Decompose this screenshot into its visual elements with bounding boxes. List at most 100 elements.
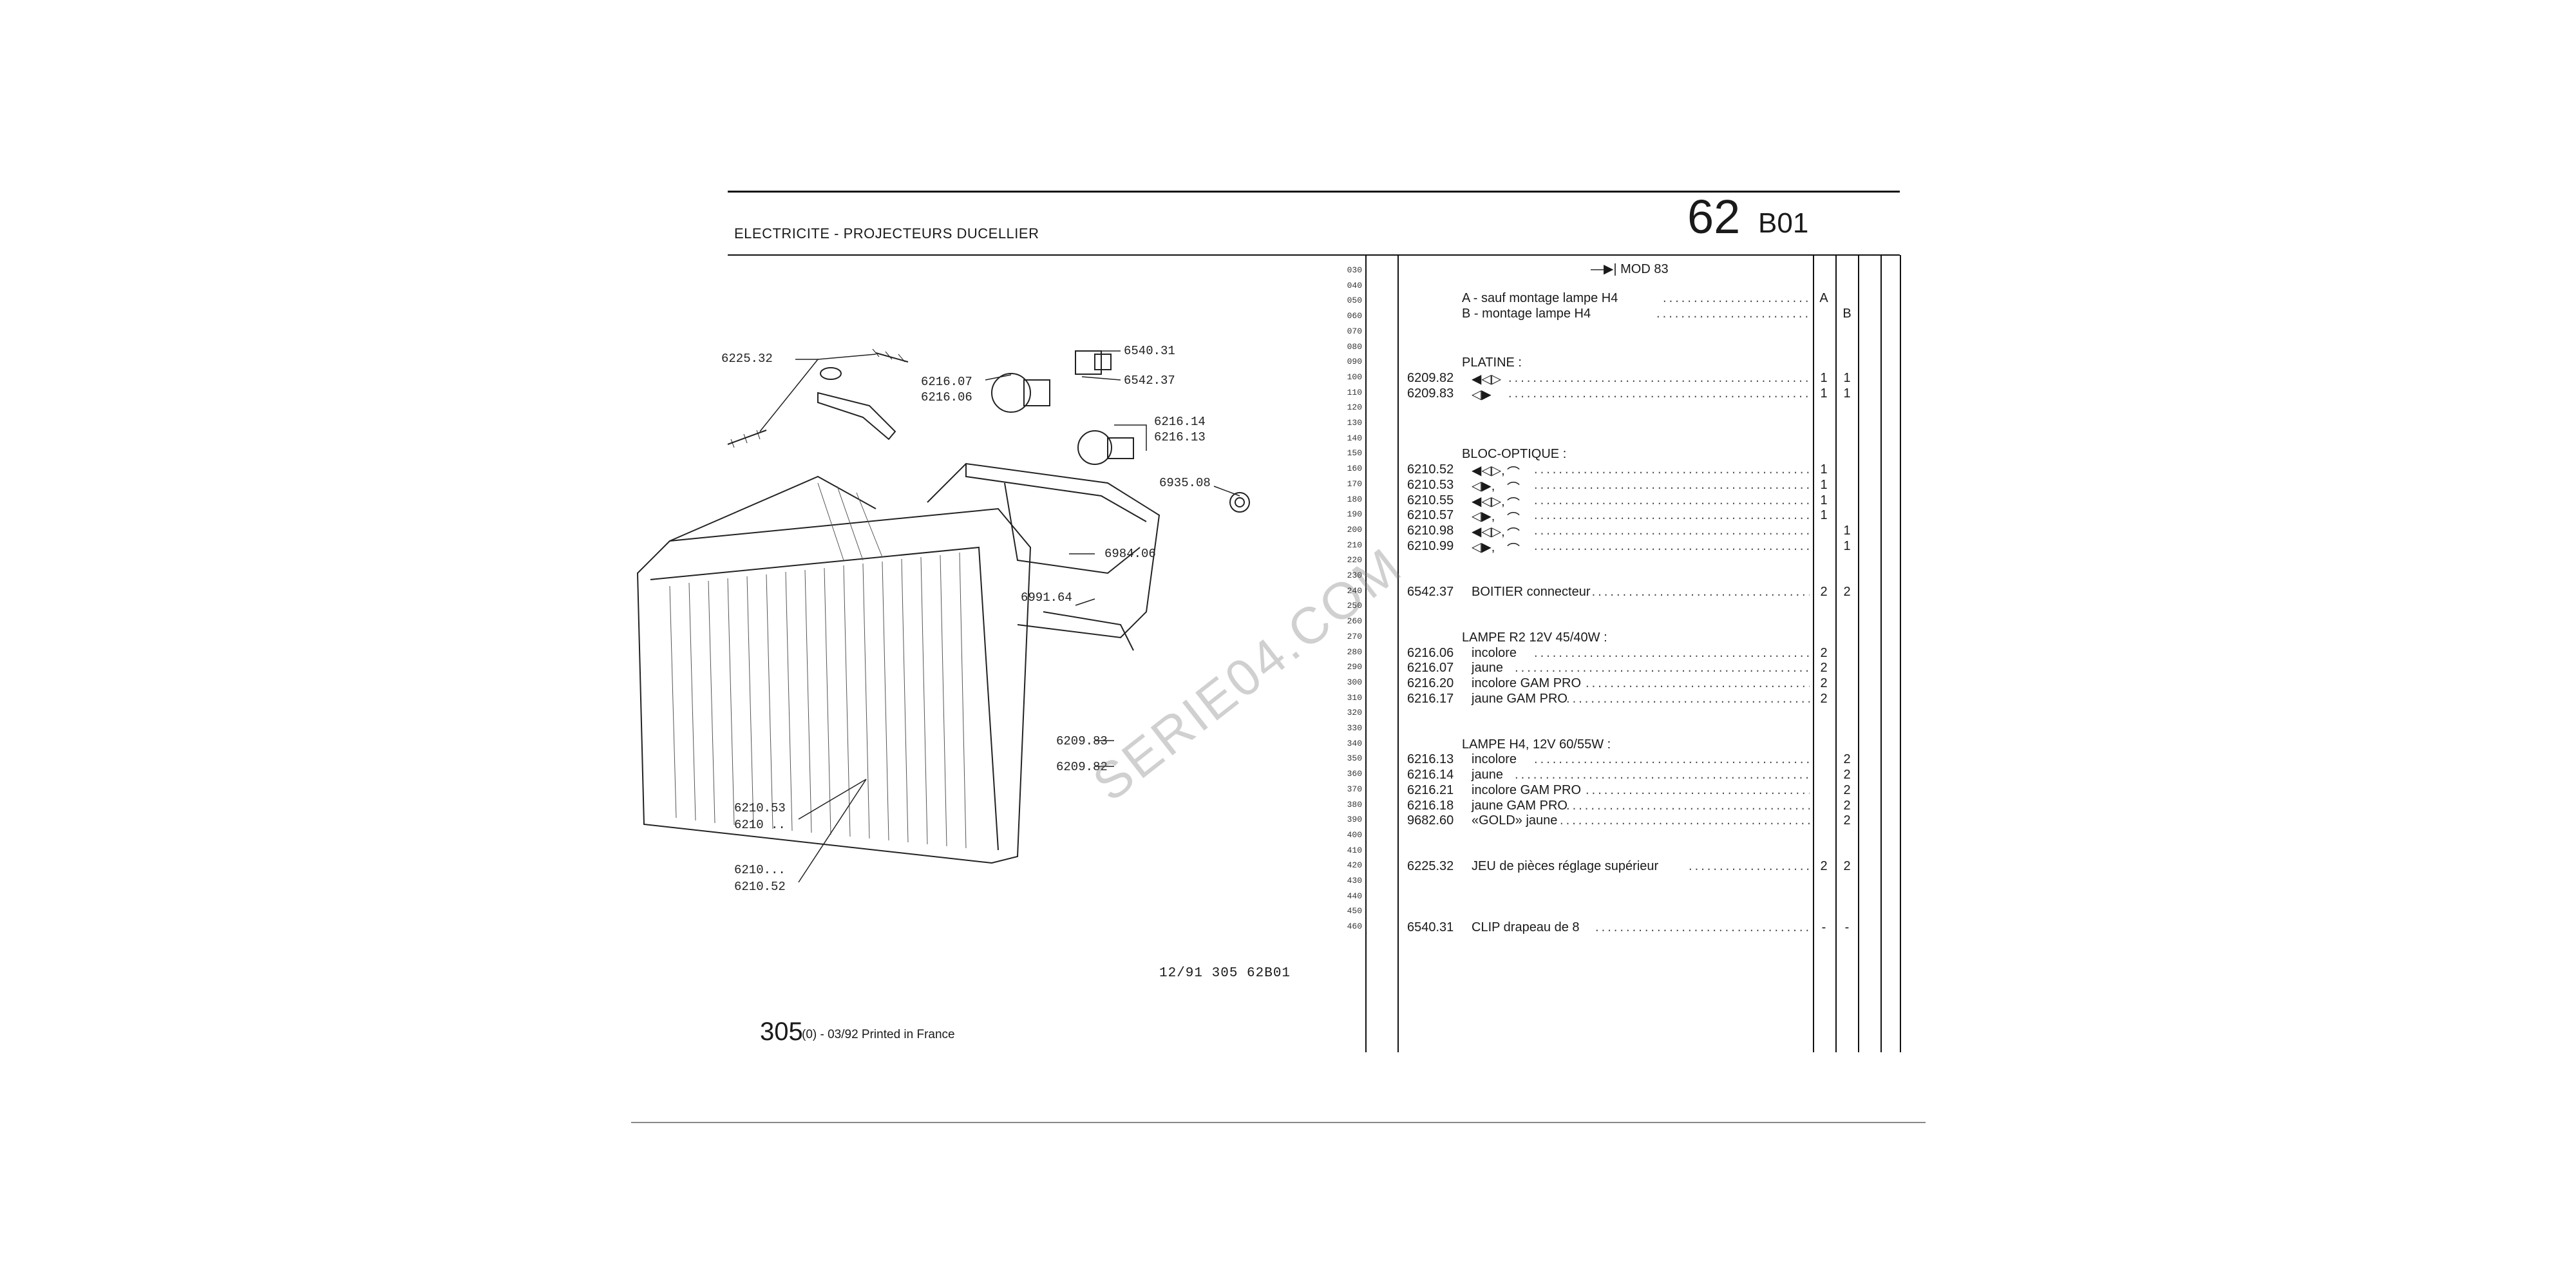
lens-shape-icon: ⌒ bbox=[1507, 466, 1520, 481]
callout-6216-13: 6216.13 bbox=[1154, 430, 1206, 444]
row-number: 390 bbox=[1347, 815, 1362, 825]
section-code: B01 bbox=[1758, 207, 1809, 239]
row-number: 120 bbox=[1347, 402, 1362, 413]
part-desc: incolore bbox=[1472, 752, 1517, 767]
callout-6209-83: 6209.83 bbox=[1056, 734, 1108, 748]
adjuster-bracket bbox=[817, 392, 896, 440]
row-number: 240 bbox=[1347, 585, 1362, 596]
row-number: 190 bbox=[1347, 509, 1362, 520]
part-ref: 6216.13 bbox=[1407, 752, 1454, 767]
dot-leader: ........................................ bbox=[1662, 294, 1810, 305]
part-ref: 6216.07 bbox=[1407, 661, 1454, 676]
dot-leader: ........................................… bbox=[1584, 678, 1810, 690]
dot-leader: ........................................… bbox=[1565, 694, 1810, 706]
qty-col-a-divider bbox=[1813, 255, 1814, 1052]
callout-6935-08: 6935.08 bbox=[1159, 476, 1211, 490]
dot-leader: ........................................… bbox=[1594, 923, 1810, 935]
row-number: 290 bbox=[1347, 662, 1362, 672]
qty-b: - bbox=[1844, 920, 1850, 935]
callout-6216-07: 6216.07 bbox=[921, 375, 972, 389]
bulb-h4 bbox=[1077, 430, 1112, 465]
row-number: 400 bbox=[1347, 829, 1362, 840]
dot-leader: ........................................… bbox=[1533, 511, 1810, 523]
part-ref: 6216.06 bbox=[1407, 645, 1454, 660]
part-ref: 9682.60 bbox=[1407, 813, 1454, 828]
variant-a: A - sauf montage lampe H4 bbox=[1462, 291, 1618, 305]
row-number: 170 bbox=[1347, 478, 1362, 489]
row-number: 230 bbox=[1347, 571, 1362, 580]
qty-a: 2 bbox=[1820, 859, 1828, 874]
dot-leader: ........................................… bbox=[1513, 770, 1810, 782]
qty-b: 2 bbox=[1843, 813, 1851, 828]
dot-leader: ........................................… bbox=[1533, 526, 1810, 538]
row-number: 260 bbox=[1347, 616, 1362, 627]
qty-a: 1 bbox=[1820, 370, 1828, 385]
dot-leader: ........................................… bbox=[1558, 816, 1810, 828]
row-number: 360 bbox=[1347, 769, 1362, 779]
part-ref: 6210.98 bbox=[1407, 523, 1454, 538]
row-number: 410 bbox=[1347, 845, 1362, 855]
row-number: 380 bbox=[1347, 799, 1362, 810]
qty-b: 2 bbox=[1843, 859, 1851, 874]
row-number: 060 bbox=[1347, 311, 1362, 321]
part-desc: jaune bbox=[1472, 661, 1503, 676]
part-ref: 6210.57 bbox=[1407, 508, 1454, 523]
row-number: 370 bbox=[1347, 784, 1362, 794]
dot-leader: ........................................… bbox=[1507, 388, 1810, 401]
dot-leader: ........................................… bbox=[1533, 755, 1810, 767]
qty-b: 1 bbox=[1843, 386, 1851, 401]
part-desc: jaune GAM PRO bbox=[1472, 691, 1567, 706]
qty-b: 2 bbox=[1843, 782, 1851, 797]
lamp-side-icon: ◀◁▷ bbox=[1472, 372, 1502, 386]
part-ref: 6216.14 bbox=[1407, 768, 1454, 782]
lamp-side-icon: ◀◁▷, bbox=[1472, 524, 1505, 539]
header-rule bbox=[728, 254, 1900, 256]
qty-b: 2 bbox=[1843, 768, 1851, 782]
part-desc: BOITIER connecteur bbox=[1472, 584, 1591, 599]
callout-6984-06: 6984.06 bbox=[1104, 547, 1156, 561]
row-number: 210 bbox=[1347, 540, 1362, 550]
part-ref: 6210.53 bbox=[1407, 477, 1454, 492]
lamp-side-icon: ◁▶, bbox=[1472, 509, 1495, 524]
qty-a: 1 bbox=[1820, 493, 1828, 507]
row-number: 270 bbox=[1347, 631, 1362, 641]
lens-shape-icon: ⌒ bbox=[1507, 512, 1520, 527]
row-number: 450 bbox=[1347, 906, 1362, 916]
part-desc: JEU de pièces réglage supérieur bbox=[1472, 859, 1659, 874]
row-number: 110 bbox=[1347, 387, 1362, 397]
row-number: 430 bbox=[1347, 876, 1362, 886]
callout-6210-b: 6210... bbox=[734, 863, 786, 877]
page-title: ELECTRICITE - PROJECTEURS DUCELLIER bbox=[734, 225, 1039, 242]
adjuster-screw-upper bbox=[875, 352, 909, 363]
part-desc: incolore GAM PRO bbox=[1472, 782, 1582, 797]
qty-a: 2 bbox=[1820, 645, 1828, 660]
bulb-r2 bbox=[991, 373, 1031, 413]
qty-a: 1 bbox=[1820, 386, 1828, 401]
qty-b: 2 bbox=[1843, 798, 1851, 813]
qty-a: 1 bbox=[1820, 462, 1828, 477]
dot-leader: ........................................… bbox=[1533, 495, 1810, 507]
footer-print-info: (0) - 03/92 Printed in France bbox=[802, 1028, 955, 1041]
part-desc: «GOLD» jaune bbox=[1472, 813, 1558, 828]
callout-6210-52: 6210.52 bbox=[734, 880, 786, 894]
lamp-side-icon: ◁▶, bbox=[1472, 478, 1495, 493]
callout-6225-32: 6225.32 bbox=[721, 352, 773, 366]
row-number: 460 bbox=[1347, 922, 1362, 932]
qty-b: 1 bbox=[1843, 523, 1851, 538]
row-number: 350 bbox=[1347, 753, 1362, 764]
dot-leader: ........................................ bbox=[1655, 309, 1810, 321]
headlamp-exploded-diagram: 6225.32 6216.07 6216.06 6540.31 6542.37 … bbox=[636, 344, 1250, 894]
part-ref: 6225.32 bbox=[1407, 859, 1454, 874]
row-number: 090 bbox=[1347, 357, 1362, 367]
dot-leader: ........................................… bbox=[1533, 541, 1810, 553]
row-number: 420 bbox=[1347, 860, 1362, 871]
section-number: 62 bbox=[1687, 190, 1741, 243]
qty-a: 1 bbox=[1820, 508, 1828, 523]
dot-leader: ........................................… bbox=[1507, 373, 1810, 385]
dot-leader: ........................................… bbox=[1565, 800, 1810, 813]
dot-leader: ........................................… bbox=[1533, 465, 1810, 477]
qty-col-b-divider bbox=[1835, 255, 1837, 1052]
table-left-border bbox=[1365, 255, 1367, 1052]
row-number: 330 bbox=[1347, 723, 1362, 733]
adjuster-washer bbox=[820, 367, 842, 380]
